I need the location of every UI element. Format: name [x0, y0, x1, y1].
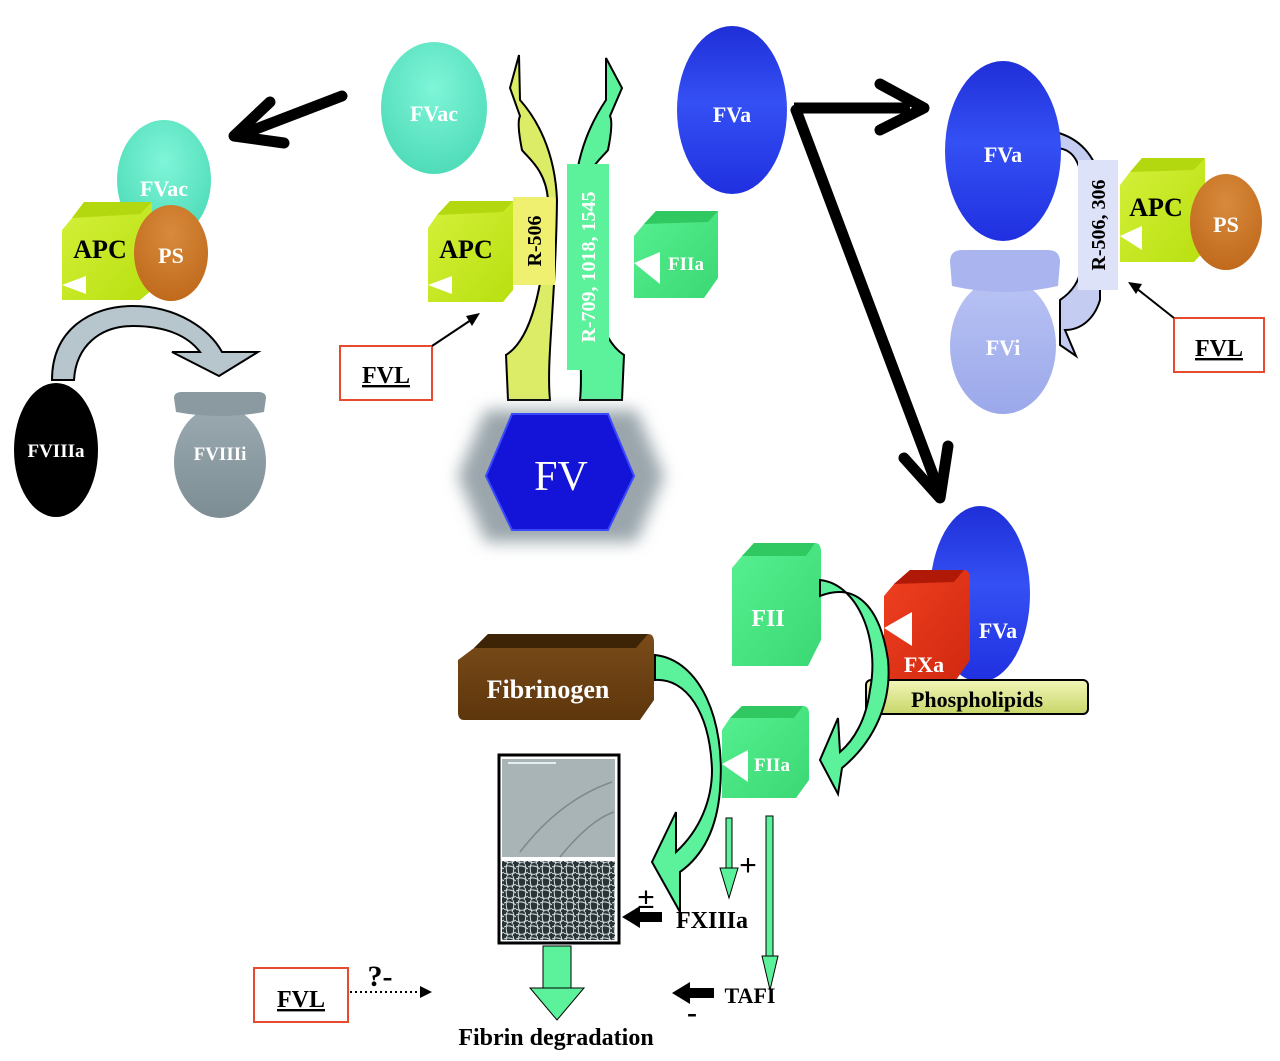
fvl-right-label: FVL: [1195, 336, 1243, 362]
center-activation: FVac R-506 R-709, 1018, 1545 APC FIIa FV…: [339, 26, 787, 542]
fxa-active-site-icon: [884, 612, 912, 646]
fv-label: FV: [534, 454, 588, 500]
phospholipids-label: Phospholipids: [911, 687, 1044, 712]
apc-left-block: APC: [62, 202, 152, 300]
fxiiia-effect-arrow: [622, 906, 662, 928]
fvl-question-minus-label: ?-: [368, 960, 393, 993]
fxiiia-plusminus-label: ±: [638, 882, 654, 915]
ps-left-label: PS: [158, 243, 184, 268]
fva-right-label: FVa: [984, 142, 1022, 167]
prothrombinase-complex: FVa FXa Phospholipids FII FIIa: [722, 506, 1089, 798]
fibrinogen-block: Fibrinogen: [458, 634, 654, 720]
fii-label: FII: [751, 606, 784, 632]
fxiiia-plus-label: +: [739, 849, 757, 882]
phospholipids-bar: [865, 679, 1089, 715]
fii-block: FII: [732, 543, 821, 666]
r506-label: R-506: [524, 215, 546, 266]
right-complex: FVa FVi R-506, 306 APC PS FVL: [945, 61, 1265, 414]
fviiia-ellipse: [14, 383, 98, 517]
fvl-center-label: FVL: [362, 363, 410, 389]
fiia-bottom-block: FIIa: [722, 706, 809, 798]
fiia-center-block: FIIa: [634, 211, 718, 298]
fvl-bottom-box: FVL: [253, 967, 349, 1023]
tafi-minus-label: -: [687, 996, 697, 1029]
arrows-from-fva: [790, 78, 954, 504]
fvac-center-ellipse: [381, 42, 487, 174]
fviiii-label: FVIIIi: [194, 444, 247, 465]
arrow-to-left-complex: [228, 90, 348, 149]
fiia-bottom-label: FIIa: [754, 755, 790, 776]
fibrinogen-to-fibrin-curved-arrow: [650, 653, 722, 916]
fvac-center-label: FVac: [410, 101, 458, 126]
fvl-bottom-label: FVL: [277, 987, 325, 1013]
fiia-center-active-site-icon: [634, 252, 660, 284]
ps-right-label: PS: [1213, 212, 1239, 237]
fva-right-ellipse: [945, 61, 1061, 241]
fibrin-sem-image: [497, 753, 621, 945]
fii-to-fiia-curved-arrow: [818, 578, 890, 798]
fv-hexagon: [458, 410, 664, 542]
fiia-center-label: FIIa: [668, 254, 704, 275]
fxa-label: FXa: [904, 652, 944, 677]
apc-right-active-site-icon: [1120, 226, 1142, 250]
fviiia-label: FVIIIa: [27, 441, 85, 462]
apc-right-label: APC: [1129, 193, 1182, 222]
fviiii-shape: [174, 392, 266, 518]
fvl-center-pointer-arrow: [431, 313, 480, 347]
fvac-left-label: FVac: [140, 176, 188, 201]
fva-center-label: FVa: [713, 102, 751, 127]
fvi-label: FVi: [986, 335, 1021, 360]
fvi-shape: [950, 250, 1060, 414]
r506-306-label: R-506, 306: [1088, 179, 1110, 270]
apc-right-block: APC: [1120, 158, 1205, 262]
fiia-to-tafi-arrow: [761, 815, 779, 991]
fva-prothrombinase-label: FVa: [979, 618, 1017, 643]
fibrin-formation: Fibrinogen + FXIIIa ± TAFI: [253, 634, 779, 1051]
ps-left-ellipse: [134, 205, 208, 301]
fvl-right-box: FVL: [1173, 317, 1265, 373]
tafi-effect-arrow: [672, 982, 714, 1004]
fibrin-degradation-arrow: [528, 945, 586, 1021]
fvl-center-box: FVL: [339, 345, 433, 401]
apc-left-active-site-icon: [62, 276, 86, 294]
fva-center-ellipse: [677, 26, 787, 194]
r709-label: R-709, 1018, 1545: [578, 191, 600, 342]
fibrin-degradation-label: Fibrin degradation: [458, 1025, 653, 1051]
left-complex: FVac APC PS FVIIIa FVIIIi: [14, 90, 348, 518]
r506-306-label-box: [1078, 160, 1118, 290]
fibrin-smooth-image: [502, 759, 615, 857]
inactivation-curved-arrow: [50, 304, 262, 381]
apc-center-active-site-icon: [428, 276, 452, 294]
tafi-label: TAFI: [725, 983, 776, 1008]
fxa-block: FXa: [884, 570, 970, 680]
fvl-dotted-arrow: [350, 986, 432, 998]
fxiiia-label: FXIIIa: [676, 908, 748, 934]
fibrin-mesh-image: [502, 861, 615, 940]
fiia-to-fxiiia-arrow: [719, 817, 739, 900]
fvl-right-pointer-arrow: [1128, 282, 1175, 319]
apc-left-label: APC: [73, 235, 126, 264]
apc-center-block: APC: [428, 201, 513, 302]
r709-label-box: [567, 164, 609, 370]
r506-label-box: [513, 197, 555, 285]
fiia-bottom-active-site-icon: [722, 750, 748, 782]
ps-right-ellipse: [1190, 174, 1262, 270]
apc-center-label: APC: [439, 235, 492, 264]
fibrinogen-label: Fibrinogen: [487, 675, 610, 704]
